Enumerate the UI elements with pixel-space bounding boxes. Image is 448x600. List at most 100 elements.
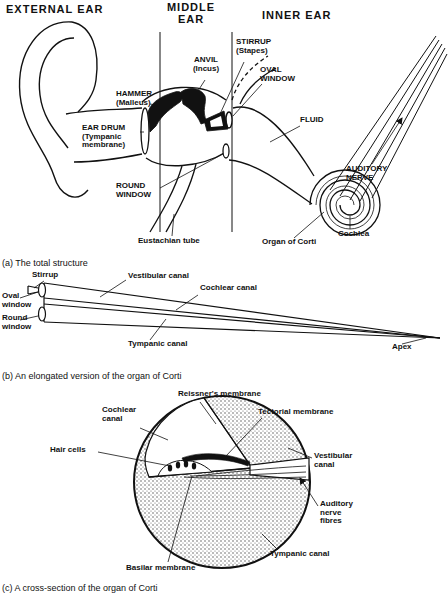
part-label: Cochlea — [338, 230, 398, 239]
ear-canal-lower — [74, 154, 142, 162]
part-label: Vestibular canal — [128, 272, 238, 281]
leader-line — [98, 452, 170, 466]
part-label: Cochlear canal — [102, 406, 150, 423]
leader-line — [226, 418, 262, 456]
canal-wall — [44, 322, 440, 338]
canal-wall — [44, 298, 440, 338]
ear-drum — [141, 108, 149, 154]
leader-lines-c — [98, 402, 318, 562]
leader-line — [350, 216, 351, 229]
leader-line — [172, 214, 174, 236]
outer-ear — [20, 22, 142, 197]
part-label: AUDITORY NERVE — [346, 165, 408, 182]
cochlear-canal-area — [145, 398, 252, 477]
part-label: Oval window — [2, 292, 36, 309]
part-label: Cochlear canal — [200, 284, 310, 293]
leader-line — [150, 319, 166, 340]
canal-wall — [44, 283, 440, 338]
part-label: OVAL WINDOW — [260, 66, 306, 83]
part-label: ROUND WINDOW — [116, 182, 162, 199]
leader-line — [20, 292, 38, 298]
stirrup-hole — [210, 116, 223, 127]
leader-line — [176, 295, 198, 310]
part-label: Tectorial membrane — [258, 408, 378, 417]
auricle-fold — [39, 38, 74, 148]
figure-caption: (a) The total structure — [2, 259, 302, 269]
region-heading: INNER EAR — [262, 10, 382, 22]
figure-caption: (c) A cross-section of the organ of Cort… — [2, 584, 422, 594]
part-label: ANVIL (Incus) — [186, 56, 226, 73]
auricle-outline — [20, 22, 88, 197]
part-label: Basilar membrane — [126, 564, 246, 573]
hair-cells — [168, 461, 196, 472]
part-label: Eustachian tube — [138, 237, 228, 246]
part-label: Reissner's membrane — [178, 390, 308, 399]
anvil-bone — [181, 89, 207, 124]
oval-window — [39, 283, 46, 297]
stirrup-bone — [204, 111, 228, 131]
tectorial-membrane — [182, 454, 250, 466]
hair-cell — [192, 463, 196, 470]
nerve-fibre — [330, 36, 436, 190]
region-dividers — [160, 32, 232, 232]
part-label: Vestibular canal — [314, 452, 366, 469]
auricle-upper — [72, 22, 97, 112]
part-label: Apex — [392, 343, 442, 352]
eustachian-tube — [150, 166, 182, 232]
leader-line — [150, 104, 162, 106]
part-label: Hair cells — [50, 446, 110, 455]
leader-arrow — [372, 118, 402, 164]
organ-of-corti — [158, 460, 212, 476]
canal-wall — [44, 304, 440, 338]
hair-cell — [176, 462, 180, 469]
cochlea-wall — [134, 396, 310, 568]
hammer-bone — [148, 92, 183, 132]
leader-line — [196, 80, 205, 94]
part-label: Tympanic canal — [128, 340, 238, 349]
region-heading: MIDDLE EAR — [166, 2, 216, 26]
leader-line — [140, 428, 168, 440]
round-window — [223, 144, 229, 158]
auditory-nerve — [330, 36, 447, 201]
ear-canal-upper — [66, 108, 142, 114]
leader-line — [34, 281, 44, 288]
leader-line — [262, 534, 278, 550]
leader-arrow — [300, 478, 318, 506]
part-label: Auditory nerve fibres — [320, 500, 364, 526]
leader-line — [233, 84, 262, 116]
vestibule-wall — [229, 160, 312, 204]
elongated-cochlea — [28, 283, 440, 338]
nerve-fibre — [340, 40, 439, 196]
part-label: STIRRUP (Stapes) — [236, 38, 284, 55]
leader-lines-b — [20, 280, 426, 344]
inner-ear — [229, 56, 380, 235]
part-label: Round window — [2, 314, 36, 331]
middle-ear — [141, 87, 232, 232]
leader-line — [168, 476, 192, 562]
leader-line — [140, 132, 144, 133]
part-label: FLUID — [300, 116, 340, 125]
ossicles — [148, 89, 228, 132]
eustachian-tube — [166, 164, 196, 232]
divider-line — [232, 32, 233, 232]
part-label: HAMMER (Malleus) — [116, 90, 162, 107]
region-heading: EXTERNAL EAR — [6, 4, 146, 16]
part-label: Stirrup — [32, 271, 92, 280]
nerve-fibre — [184, 477, 306, 479]
nerve-fibre — [372, 54, 447, 198]
leader-line — [294, 212, 324, 238]
part-label: Tympanic canal — [270, 550, 380, 559]
nerve-fibre — [190, 472, 306, 476]
divider-line — [160, 32, 161, 232]
leader-line — [100, 280, 126, 297]
leader-line — [270, 126, 300, 142]
round-window — [39, 307, 46, 321]
part-label: Organ of Corti — [262, 238, 352, 247]
leader-lines-a — [140, 62, 402, 238]
leader-line — [220, 62, 244, 114]
leader-line — [200, 402, 216, 424]
leader-line — [160, 154, 223, 188]
